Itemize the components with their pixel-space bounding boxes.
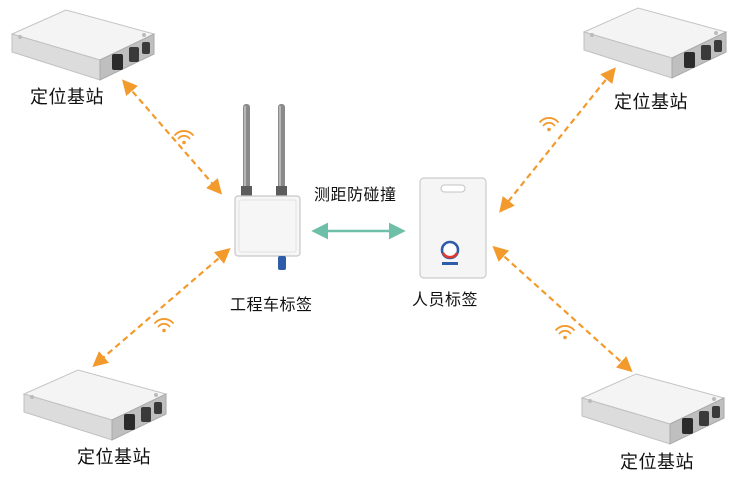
ranging-link-label: 测距防碰撞 [314, 185, 397, 204]
wifi-signal-icon [154, 318, 174, 333]
base-station-bottom-right [578, 368, 728, 458]
link-bottom-right [492, 245, 633, 373]
base-station-top-left [8, 4, 158, 94]
base-station-top-right [580, 2, 730, 92]
base-station-icon [22, 369, 168, 441]
vehicle-tag-label: 工程车标签 [230, 295, 313, 314]
wifi-signal-icon [539, 117, 559, 132]
badge-card-icon [419, 177, 487, 279]
antenna-tag-icon [234, 104, 301, 270]
station-label-top-left: 定位基站 [30, 87, 104, 108]
base-station-icon [580, 373, 726, 445]
base-station-icon [582, 7, 728, 79]
station-label-bottom-right: 定位基站 [620, 452, 694, 473]
base-station-bottom-left [20, 364, 170, 454]
station-label-top-right: 定位基站 [614, 92, 688, 113]
wifi-signal-icon [555, 325, 575, 340]
base-station-icon [10, 9, 156, 81]
link-top-right [499, 67, 616, 213]
link-bottom-left [92, 247, 231, 368]
station-label-bottom-left: 定位基站 [77, 447, 151, 468]
person-tag-device [418, 176, 488, 280]
vehicle-tag-device [230, 100, 306, 272]
link-top-left [121, 79, 223, 195]
person-tag-label: 人员标签 [412, 290, 479, 309]
wifi-signal-icon [174, 130, 194, 145]
